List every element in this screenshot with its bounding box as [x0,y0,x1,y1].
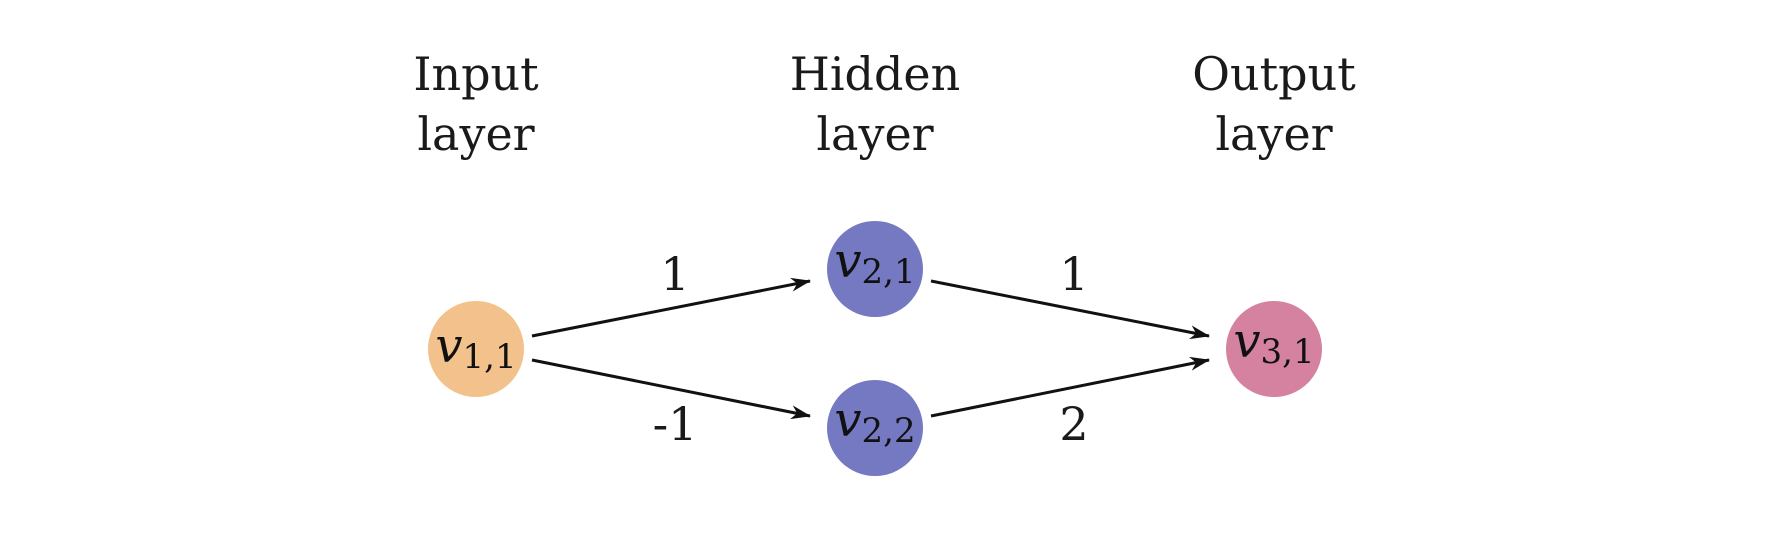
edge-v11-v22 [531,358,811,420]
node-circle [827,221,923,317]
layer-title-hidden: Hidden layer [790,47,961,161]
edge-v22-v31 [930,356,1210,418]
node-v21: v2,1 [827,221,923,317]
node-label: v1,1 [435,318,516,377]
layer-title-output: Output layer [1192,47,1356,161]
layer-title-line2: layer [816,107,933,161]
edge-weight-v11-v21: 1 [660,247,689,301]
layer-title-line2: layer [1215,107,1332,161]
node-circle [1226,301,1322,397]
node-circle [827,380,923,476]
layer-title-line1: Input [413,47,539,101]
edge-weight-v22-v31: 2 [1059,397,1088,451]
layer-title-line2: layer [417,107,534,161]
node-circle [428,301,524,397]
layer-title-input: Input layer [413,47,539,161]
edge-v21-v31 [930,279,1210,340]
node-label: v2,2 [834,392,915,451]
edge-v11-v21 [531,277,811,338]
edge-weight-v21-v31: 1 [1059,247,1088,301]
node-v11: v1,1 [428,301,524,397]
node-v22: v2,2 [827,380,923,476]
layer-title-line1: Output [1192,47,1356,101]
edge-weight-v11-v22: -1 [653,397,698,451]
layer-title-line1: Hidden [790,47,961,101]
node-label: v3,1 [1233,313,1314,372]
node-v31: v3,1 [1226,301,1322,397]
node-label: v2,1 [834,233,915,292]
